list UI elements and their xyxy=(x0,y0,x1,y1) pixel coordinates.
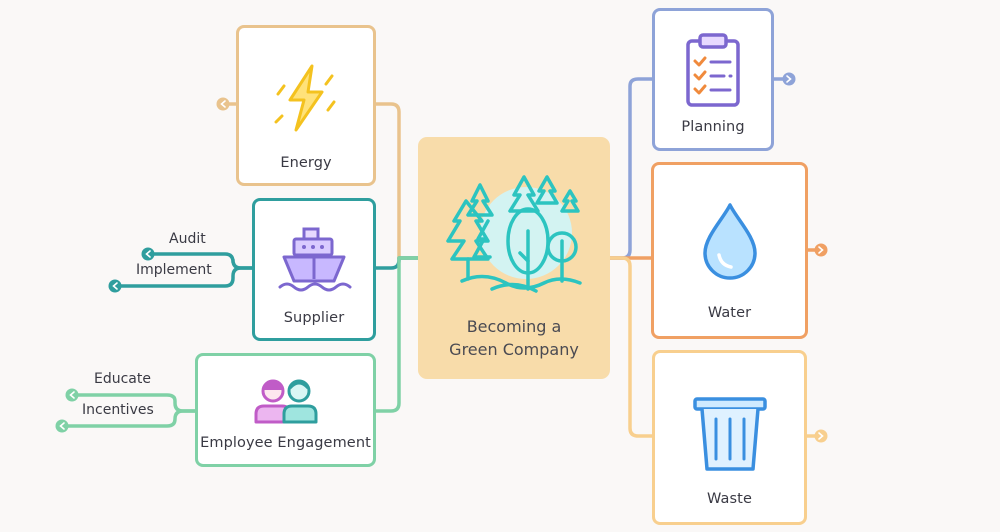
central-topic-line-2: Green Company xyxy=(449,340,579,359)
energy-node[interactable]: Energy xyxy=(236,25,376,186)
waste-label: Waste xyxy=(707,491,752,507)
planning-node[interactable]: Planning xyxy=(652,8,774,151)
incentives-connector xyxy=(60,409,198,428)
energy-label: Energy xyxy=(280,155,332,171)
waste-connector xyxy=(608,256,655,438)
central-topic-line-1: Becoming a xyxy=(466,317,562,336)
clipboard-checklist-icon xyxy=(655,31,771,109)
trash-can-icon xyxy=(655,393,804,475)
waste-node[interactable]: Waste xyxy=(652,350,807,525)
leaf-implement[interactable]: Implement xyxy=(136,262,212,278)
lightning-bolt-icon xyxy=(239,64,373,132)
people-icon xyxy=(198,378,373,424)
collapse-handle-educate[interactable] xyxy=(65,388,79,402)
employee-engagement-node[interactable]: Employee Engagement xyxy=(195,353,376,467)
expand-handle-waste[interactable] xyxy=(814,429,828,443)
central-topic-node[interactable]: Becoming a Green Company xyxy=(418,137,610,379)
energy-connector xyxy=(372,102,420,260)
supplier-label: Supplier xyxy=(283,310,345,326)
planning-connector xyxy=(608,77,655,260)
employee-connector xyxy=(373,256,420,413)
collapse-handle-energy[interactable] xyxy=(216,97,230,111)
leaf-incentives[interactable]: Incentives xyxy=(82,402,154,418)
leaf-audit[interactable]: Audit xyxy=(169,231,206,247)
forest-icon xyxy=(418,171,610,297)
water-node[interactable]: Water xyxy=(651,162,808,339)
leaf-educate[interactable]: Educate xyxy=(94,371,151,387)
collapse-handle-audit[interactable] xyxy=(141,247,155,261)
expand-handle-water[interactable] xyxy=(814,243,828,257)
planning-label: Planning xyxy=(681,119,745,135)
supplier-node[interactable]: Supplier xyxy=(252,198,376,341)
water-drop-icon xyxy=(654,201,805,281)
collapse-handle-incentives[interactable] xyxy=(55,419,69,433)
collapse-handle-implement[interactable] xyxy=(108,279,122,293)
central-topic-title: Becoming a Green Company xyxy=(418,315,610,361)
employee-engagement-label: Employee Engagement xyxy=(200,435,371,451)
cargo-ship-icon xyxy=(255,225,373,297)
expand-handle-planning[interactable] xyxy=(782,72,796,86)
water-label: Water xyxy=(707,305,752,321)
implement-connector xyxy=(113,266,255,288)
